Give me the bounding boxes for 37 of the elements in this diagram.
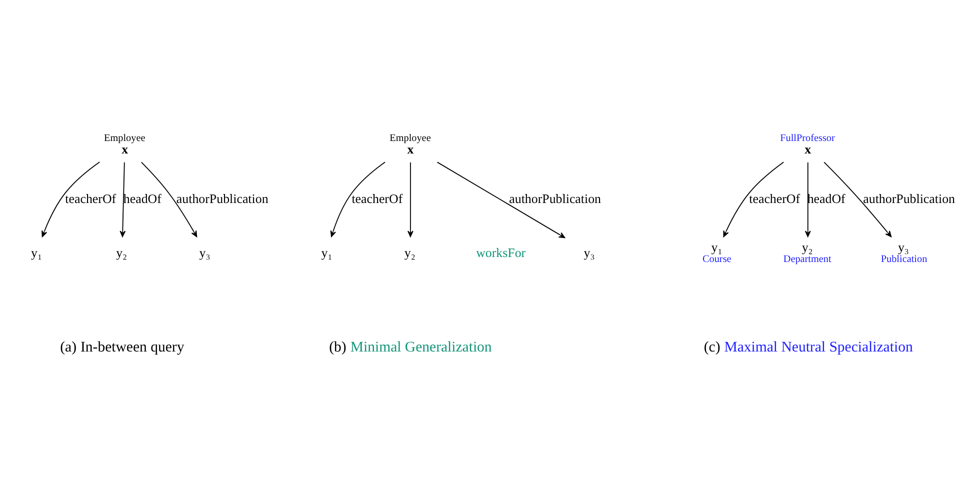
arrow [436, 161, 566, 238]
arrow [330, 161, 386, 237]
node-text: y₃ [898, 238, 909, 254]
node-label: Employee [390, 132, 431, 144]
arrow [824, 161, 892, 237]
arrow [723, 161, 784, 237]
node-label: Department [783, 254, 832, 265]
node-text: x [804, 140, 812, 156]
arrow [804, 161, 811, 237]
node-label: Course [702, 254, 732, 265]
edge-label: teacherOf [749, 190, 800, 206]
node-text: y₁ [711, 238, 722, 254]
node-label: Publication [880, 254, 928, 265]
node-text: x [407, 140, 414, 156]
label: (a) In-between query [60, 338, 184, 355]
node-text: y₂ [802, 238, 813, 254]
edge-label: authorPublication [509, 190, 602, 206]
node-text: y₃ [199, 244, 210, 260]
edge-label: authorPublication [863, 190, 956, 206]
node-text: y₁ [31, 244, 42, 260]
node-text: y₃ [584, 244, 595, 260]
node-text: y₂ [116, 244, 128, 260]
edge-label: teacherOf [352, 190, 403, 206]
edge-label: teacherOf [65, 190, 116, 206]
arrow [407, 161, 414, 237]
edge-label: authorPublication [176, 190, 268, 206]
node-text: y₂ [404, 244, 416, 260]
node-label: FullProfessor [780, 132, 835, 144]
node-text: y₁ [321, 244, 332, 260]
node-label: Employee [104, 132, 146, 144]
arrow [140, 161, 198, 237]
label: worksFor [476, 244, 526, 260]
arrow [120, 161, 126, 237]
label: (c) Maximal Neutral Specialization [704, 338, 913, 355]
arrow [42, 161, 100, 237]
node-text: x [122, 140, 128, 156]
label: (b) Minimal Generalization [329, 338, 492, 355]
